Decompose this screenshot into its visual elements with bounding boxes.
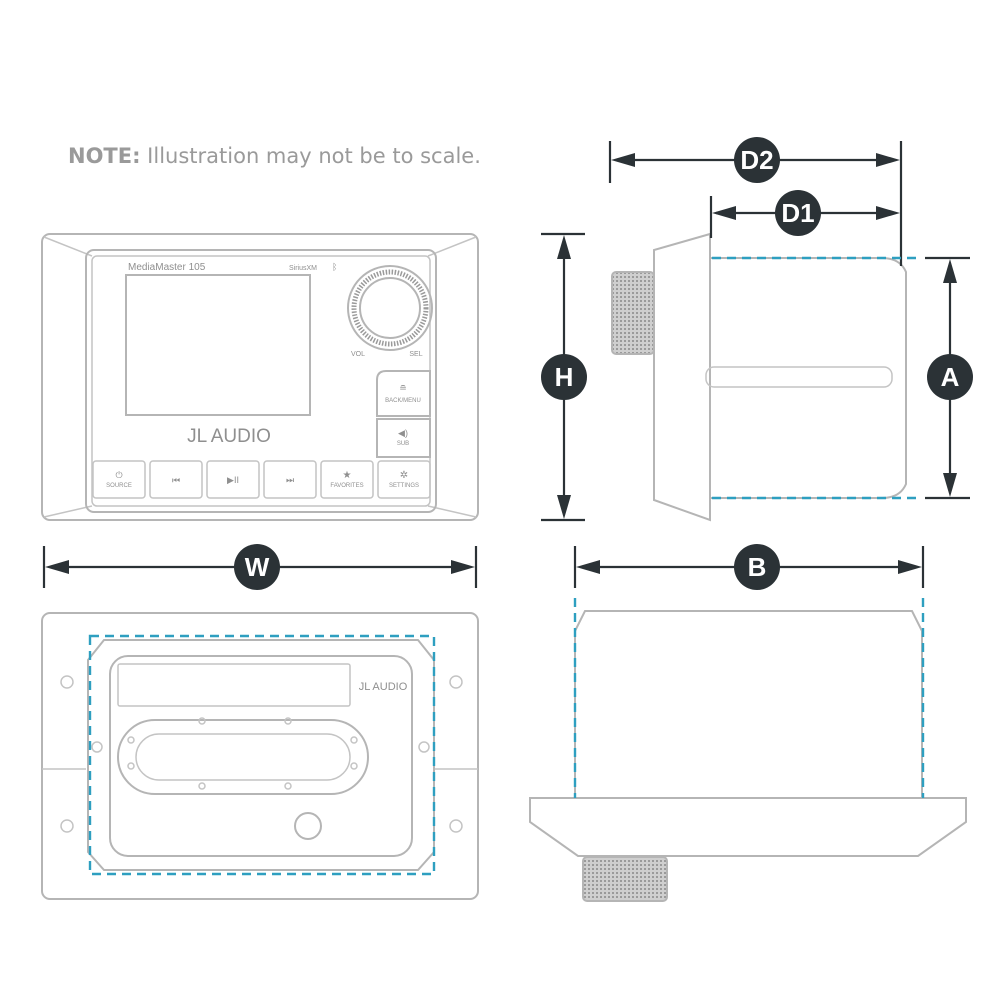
back-cutout-outline — [88, 634, 436, 876]
back-view: JL AUDIO — [41, 612, 479, 900]
favorites-label: FAVORITES — [330, 483, 363, 489]
bluetooth-icon: ᛒ — [332, 262, 337, 272]
b-dimension: B — [573, 544, 925, 590]
model-label: MediaMaster 105 — [128, 262, 206, 273]
previous-track-button[interactable]: ⏮ — [149, 460, 203, 499]
previous-track-icon: ⏮ — [172, 475, 180, 485]
note-text: Illustration may not be to scale. — [140, 144, 481, 168]
d1-dimension: D1 — [709, 190, 900, 238]
star-icon: ★ — [343, 470, 352, 481]
front-view: MediaMaster 105 SiriusXM ᛒ JL AUDIO VOL … — [41, 233, 479, 521]
back-housing — [87, 639, 435, 871]
source-button[interactable]: ⏻ SOURCE — [92, 460, 146, 499]
back-menu-icon: ≘ — [399, 383, 407, 393]
back-brand-logo: JL AUDIO — [359, 681, 408, 693]
a-dimension: A — [925, 256, 973, 500]
play-pause-icon: ▶II — [227, 475, 239, 485]
bottom-connector — [582, 856, 668, 902]
power-icon: ⏻ — [115, 470, 122, 480]
siriusxm-logo: SiriusXM — [289, 265, 317, 272]
back-menu-button[interactable]: ≘ BACK/MENU — [376, 370, 431, 417]
speaker-icon: ◀) — [398, 428, 408, 438]
sel-label: SEL — [409, 351, 422, 358]
rear-port-cover — [117, 719, 369, 795]
side-connector — [611, 271, 655, 355]
w-dimension: W — [42, 544, 478, 590]
front-panel — [85, 249, 437, 513]
h-label: H — [555, 362, 574, 392]
label-area — [117, 663, 351, 707]
scale-note: NOTE: Illustration may not be to scale. — [68, 144, 481, 168]
back-flange — [41, 612, 479, 900]
note-label: NOTE: — [68, 144, 141, 168]
rear-grommet — [294, 812, 322, 840]
display-screen — [125, 274, 311, 416]
volume-knob[interactable] — [347, 265, 433, 351]
source-label: SOURCE — [106, 483, 132, 489]
bottom-flange — [529, 797, 967, 857]
a-label: A — [941, 362, 960, 392]
settings-button[interactable]: ✲ SETTINGS — [377, 460, 431, 499]
side-bezel — [653, 232, 711, 522]
next-track-button[interactable]: ⏭ — [263, 460, 317, 499]
b-label: B — [748, 552, 767, 582]
gear-icon: ✲ — [400, 470, 408, 481]
side-view — [611, 232, 907, 522]
w-label: W — [245, 552, 270, 582]
next-track-icon: ⏭ — [286, 475, 294, 485]
play-pause-button[interactable]: ▶II — [206, 460, 260, 499]
d1-label: D1 — [781, 198, 814, 228]
settings-label: SETTINGS — [389, 483, 419, 489]
sub-label: SUB — [397, 441, 409, 447]
d2-dimension: D2 — [608, 137, 903, 266]
h-dimension: H — [541, 232, 587, 522]
d2-label: D2 — [740, 145, 773, 175]
front-bezel — [41, 233, 479, 521]
bottom-view — [529, 610, 967, 902]
bottom-body — [574, 610, 923, 799]
back-menu-label: BACK/MENU — [385, 398, 421, 404]
side-body — [710, 257, 907, 499]
front-brand-logo: JL AUDIO — [187, 426, 271, 447]
favorites-button[interactable]: ★ FAVORITES — [320, 460, 374, 499]
sub-button[interactable]: ◀) SUB — [376, 418, 431, 458]
vol-label: VOL — [351, 351, 365, 358]
cutout-reference-lines — [573, 256, 925, 798]
